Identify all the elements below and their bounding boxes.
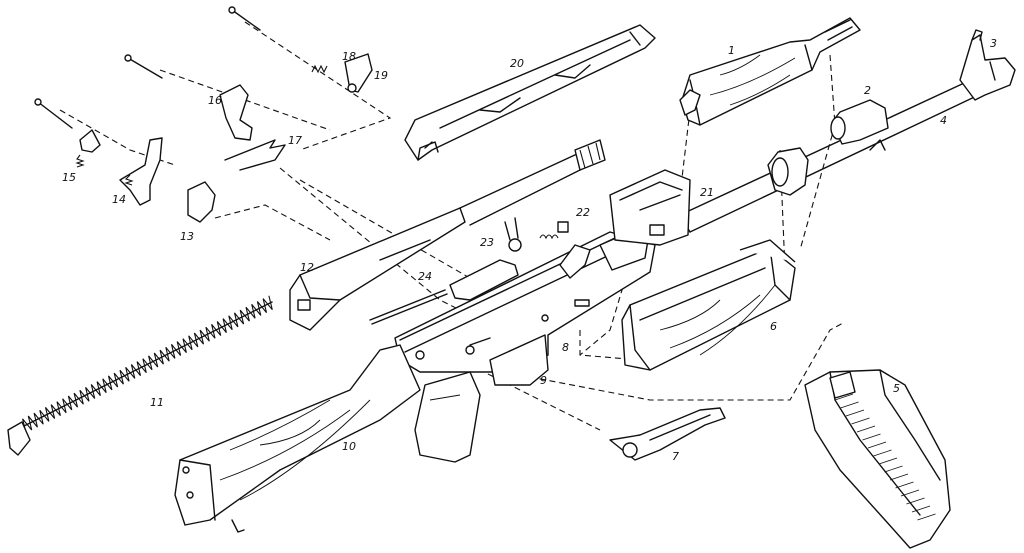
part-label-22: 22 <box>576 206 590 219</box>
part-label-3: 3 <box>990 37 997 50</box>
part-label-4: 4 <box>940 114 947 127</box>
part-label-12: 12 <box>300 261 314 274</box>
magazine <box>804 369 951 549</box>
part-label-11: 11 <box>150 396 164 409</box>
part-label-15: 15 <box>62 171 76 184</box>
part-label-10: 10 <box>342 440 356 453</box>
front-handguard <box>679 17 861 126</box>
barrel-assembly <box>679 29 1016 233</box>
rear-sight <box>609 169 691 246</box>
part-label-17: 17 <box>288 134 302 147</box>
buttstock <box>174 344 421 533</box>
recoil-spring <box>7 295 273 456</box>
part-labels: 1 2 3 4 5 6 7 8 9 10 11 12 13 14 15 16 1… <box>62 37 997 463</box>
lower-handguard <box>621 239 796 371</box>
bolt-group <box>369 217 569 325</box>
part-label-24: 24 <box>418 270 432 283</box>
part-label-7: 7 <box>672 450 679 463</box>
part-label-19: 19 <box>374 69 388 82</box>
part-label-14: 14 <box>112 193 126 206</box>
part-label-6: 6 <box>770 320 777 333</box>
part-label-18: 18 <box>342 50 356 63</box>
part-label-1: 1 <box>728 44 735 57</box>
part-label-13: 13 <box>180 230 194 243</box>
bolt-carrier <box>289 139 606 331</box>
part-label-8: 8 <box>562 341 569 354</box>
part-label-23: 23 <box>480 236 494 249</box>
part-label-16: 16 <box>208 94 222 107</box>
receiver-cover <box>404 24 656 161</box>
part-label-20: 20 <box>510 57 524 70</box>
part-label-9: 9 <box>540 374 547 387</box>
receiver <box>394 231 656 463</box>
cleaning-rod <box>609 407 726 461</box>
part-label-21: 21 <box>700 186 714 199</box>
trigger-parts <box>34 6 373 223</box>
part-label-2: 2 <box>864 84 871 97</box>
part-label-5: 5 <box>893 382 900 395</box>
